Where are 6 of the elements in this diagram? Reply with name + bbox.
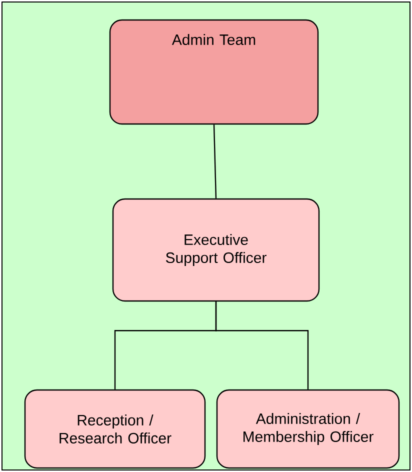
org-box: Reception / Research Officer — [24, 389, 206, 469]
org-box: Administration / Membership Officer — [216, 389, 400, 469]
connector-line — [213, 124, 217, 198]
connector-line — [215, 302, 309, 390]
org-box: Admin Team — [109, 19, 319, 125]
org-box: Executive Support Officer — [112, 198, 320, 302]
